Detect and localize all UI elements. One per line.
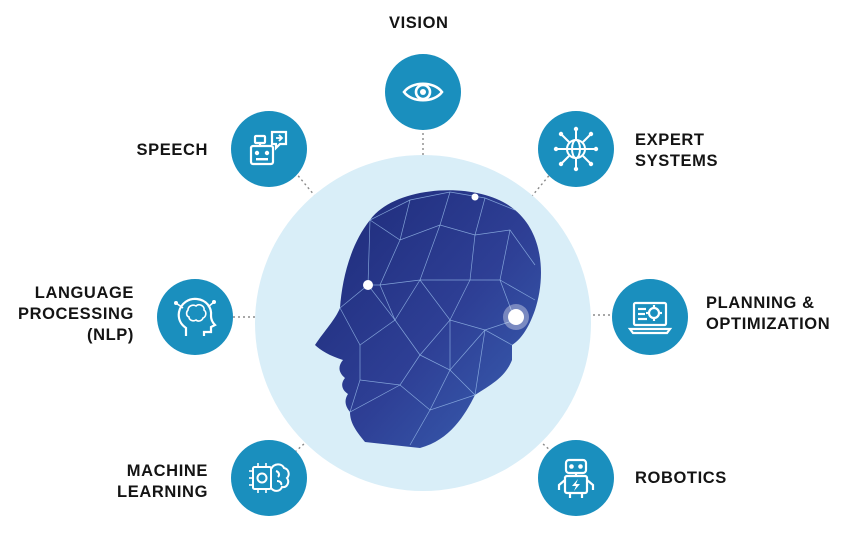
- polygonal-ai-head-icon: [315, 190, 541, 448]
- chip-brain-icon: [249, 463, 290, 493]
- laptop-gear-icon: [627, 301, 673, 335]
- label-vision: VISION: [389, 14, 449, 32]
- speech-node: [231, 111, 307, 187]
- label-planning: PLANNING & OPTIMIZATION: [706, 294, 831, 333]
- vision-node: [385, 54, 461, 130]
- eye-icon: [402, 82, 444, 102]
- machine-learning-node: [231, 440, 307, 516]
- label-speech: SPEECH: [136, 141, 208, 159]
- robotics-node: [538, 440, 614, 516]
- planning-node: [612, 279, 688, 355]
- nlp-node: [157, 279, 233, 355]
- head-brain-icon: [174, 297, 217, 336]
- label-robotics: ROBOTICS: [635, 469, 727, 487]
- label-machine-learning: MACHINE LEARNING: [117, 462, 208, 501]
- label-expert-systems: EXPERT SYSTEMS: [635, 131, 719, 170]
- label-nlp: LANGUAGE PROCESSING (NLP): [17, 284, 134, 344]
- robot-icon: [557, 458, 595, 498]
- expert-systems-node: [538, 111, 614, 187]
- robot-chat-icon: [249, 130, 288, 166]
- connector-speech: [294, 171, 316, 197]
- globe-network-icon: [553, 126, 599, 172]
